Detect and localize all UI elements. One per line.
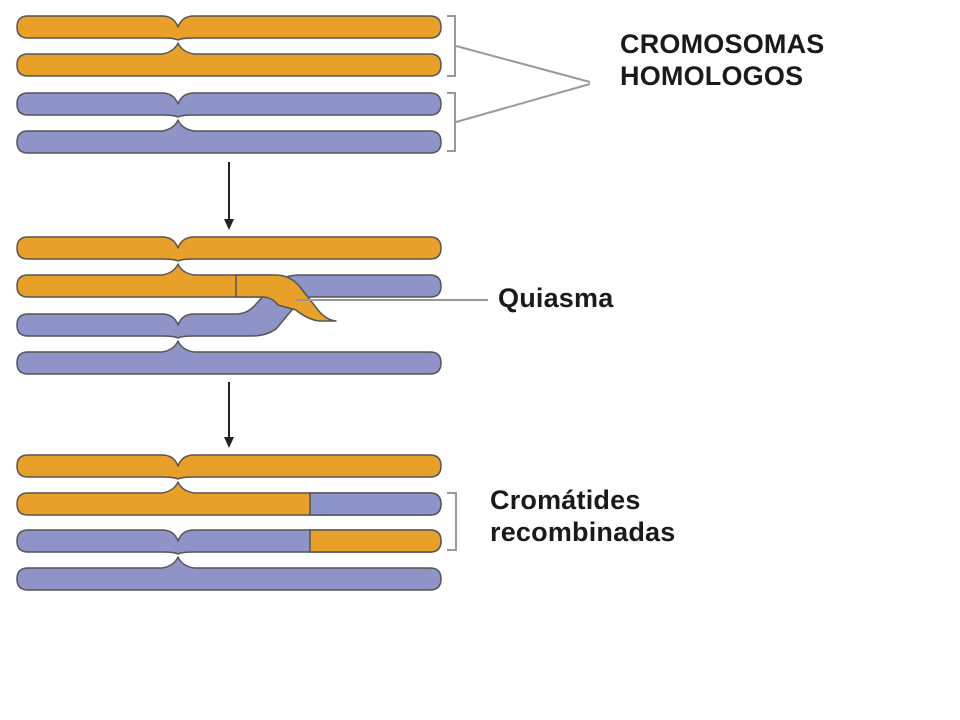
chromosome-orange	[16, 15, 442, 77]
chromatid-blue-1	[16, 92, 442, 118]
homologos-brackets	[447, 15, 591, 152]
arrow-down-icon	[224, 162, 234, 230]
chromatid-orange-2-crossing	[235, 274, 337, 322]
pointer-line-top	[455, 45, 591, 83]
stage-crossing-over	[16, 236, 488, 375]
chromatid-orange-1	[16, 454, 442, 480]
recombined-tip-blue	[309, 492, 442, 516]
stage-homologous-pair	[16, 15, 591, 154]
chromatid-blue-2	[16, 340, 442, 375]
pointer-line-bottom	[455, 83, 591, 123]
chromatid-orange-2-left	[16, 263, 272, 301]
chromatid-orange-2	[16, 42, 442, 77]
chromatid-blue-recombined	[16, 529, 442, 555]
label-line-2: recombinadas	[490, 517, 676, 548]
bracket-blue	[447, 92, 456, 152]
arrow-down-icon	[224, 382, 234, 448]
chromosome-blue	[16, 92, 442, 154]
stage-recombined	[16, 454, 457, 591]
recombined-tip-orange	[309, 529, 442, 553]
label-cromatides-recombinadas: Cromátides recombinadas	[490, 484, 675, 549]
label-cromosomas-homologos: CROMOSOMAS HOMOLOGOS	[620, 28, 825, 93]
chromatid-blue-1-crossing	[16, 274, 442, 339]
chromatid-orange-1	[16, 236, 442, 262]
label-line-1: CROMOSOMAS	[620, 29, 825, 59]
chromatid-orange-recombined	[16, 481, 442, 516]
bracket-orange	[447, 15, 456, 77]
label-quiasma: Quiasma	[498, 283, 614, 313]
bracket-recombinadas	[447, 492, 457, 551]
label-line-1: Cromátides	[490, 485, 641, 515]
label-line-2: HOMOLOGOS	[620, 61, 804, 92]
chromatid-blue-2	[16, 556, 442, 591]
chromatid-orange-1	[16, 15, 442, 41]
chromatid-blue-2	[16, 119, 442, 154]
